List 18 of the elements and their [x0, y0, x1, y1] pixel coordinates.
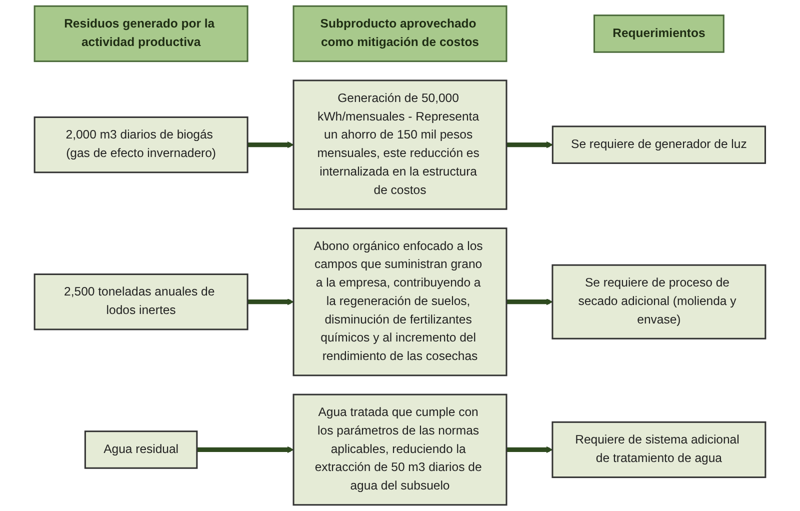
- node-box: Se requiere de generador de luz: [552, 126, 766, 164]
- arrow: [506, 446, 553, 454]
- node-box: Se requiere de proceso de secado adicional (molienda y envase): [552, 264, 766, 340]
- node-box: Requerimientos: [593, 14, 724, 53]
- arrow: [248, 298, 294, 306]
- node-box: 2,000 m3 diarios de biogás (gas de efecto invernadero): [34, 116, 248, 174]
- arrow: [196, 446, 294, 454]
- node-box: Generación de 50,000 kWh/mensuales - Representa un ahorro de 150 mil pesos mensuales, este reducción es internalizada en la estructura de costos: [292, 80, 508, 210]
- node-box: Residuos generado por la actividad productiva: [34, 5, 248, 62]
- arrow: [506, 298, 553, 306]
- node-box: Abono orgánico enfocado a los campos que suministran grano a la empresa, contribuyendo a la regeneración de suelos, disminución de fertilizantes químicos y al incremento del rendimiento de las cosechas: [292, 228, 508, 376]
- node-box: Agua residual: [84, 430, 198, 469]
- arrow: [506, 141, 553, 148]
- node-box: Subproducto aprovechado como mitigación de costos: [292, 5, 508, 62]
- node-box: 2,500 toneladas anuales de lodos inertes: [34, 274, 248, 330]
- node-box: Agua tratada que cumple con los parámetros de las normas aplicables, reduciendo la extracción de 50 m3 diarios de agua del subsuelo: [292, 394, 508, 506]
- arrow: [248, 141, 294, 148]
- node-box: Requiere de sistema adicional de tratamiento de agua: [552, 421, 766, 478]
